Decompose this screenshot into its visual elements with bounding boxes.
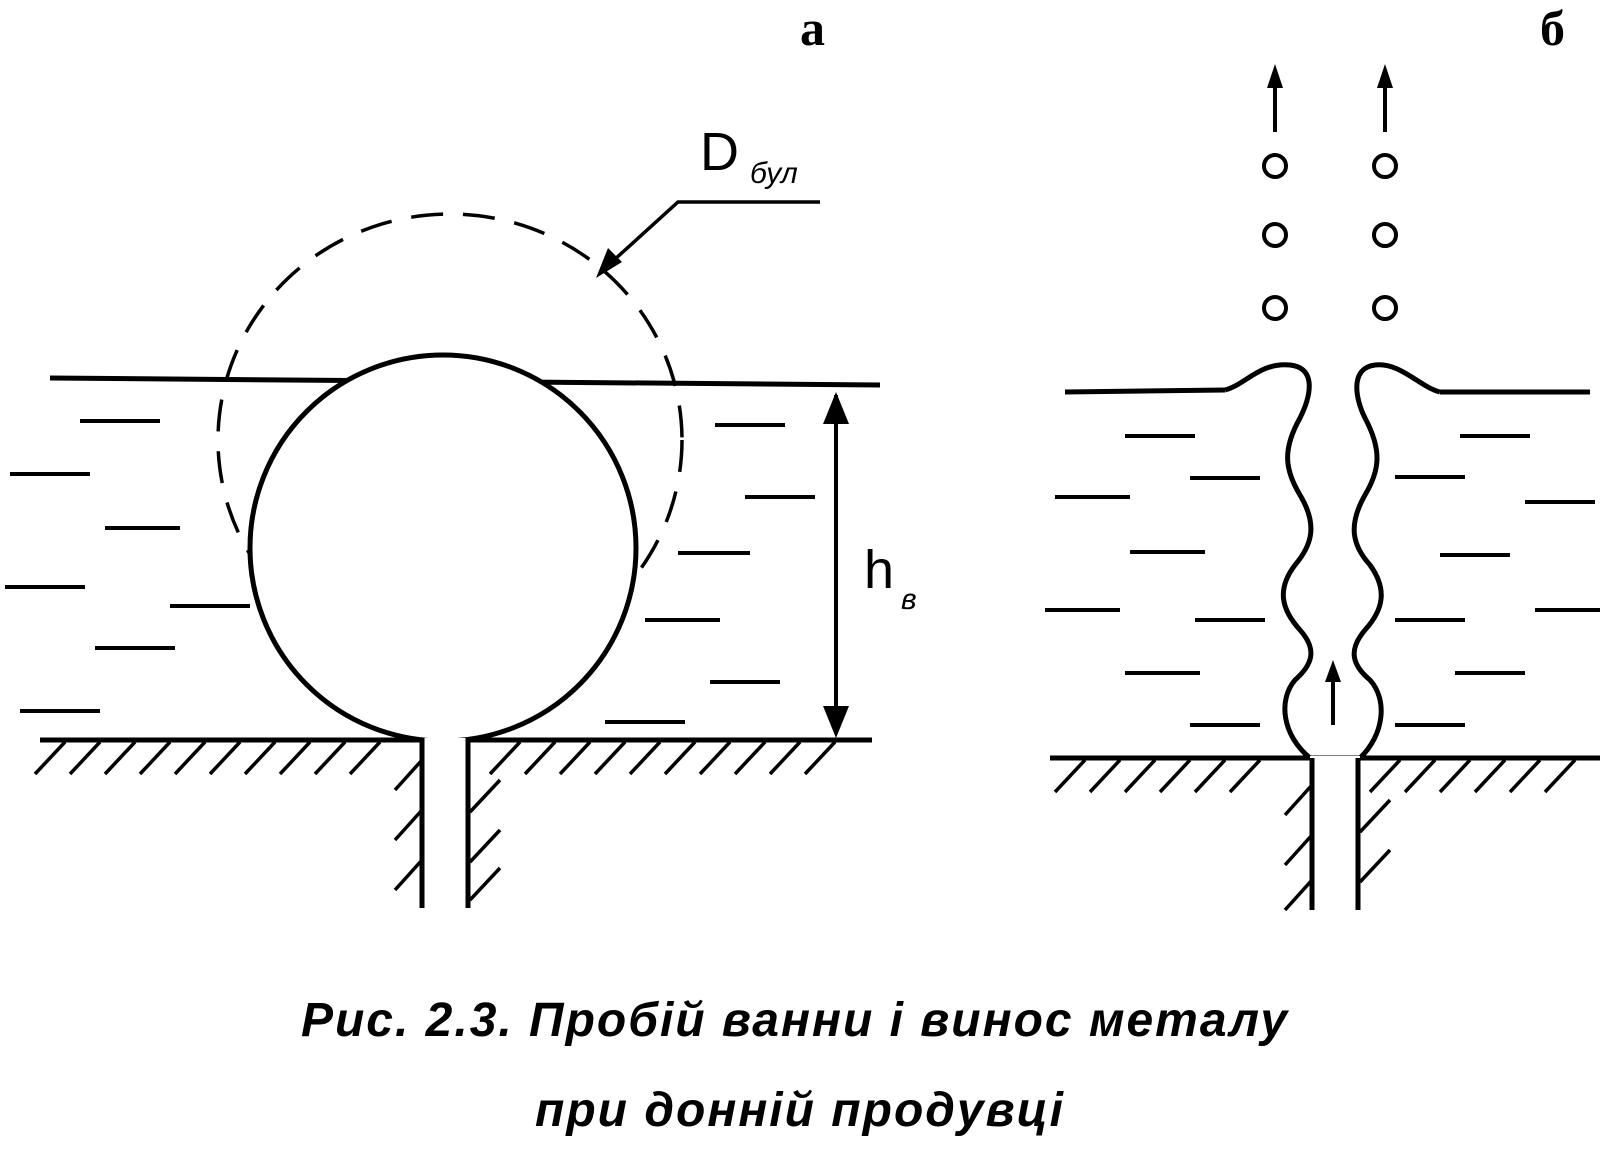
ground-hatching-b <box>1053 758 1577 794</box>
bubble-diameter-leader <box>601 200 820 272</box>
depth-arrow-top <box>823 392 849 424</box>
gas-jet-arrowhead <box>1325 660 1341 682</box>
panel-a-label: а <box>800 0 825 56</box>
depth-arrow-bottom <box>823 706 849 738</box>
ejection-arrowhead-right <box>1377 64 1393 88</box>
tuyere-b <box>1283 756 1392 912</box>
metal-droplets <box>1262 153 1398 321</box>
bubble-diameter-subscript: бул <box>750 157 798 190</box>
tuyere-a <box>393 738 502 908</box>
ground-hatching-a <box>33 740 837 776</box>
depth-symbol: h <box>864 540 894 600</box>
panel-a: а D бул <box>5 0 917 908</box>
panel-b: б <box>1045 0 1600 912</box>
bath-surface-left <box>1064 387 1226 395</box>
bubble-diameter-symbol: D <box>700 122 739 182</box>
channel-wall-left <box>1224 362 1314 760</box>
bubble-diameter-arrowhead <box>596 248 622 278</box>
channel-wall-right <box>1351 362 1441 760</box>
depth-subscript: в <box>901 583 917 616</box>
caption-line-2: при донній продувці <box>535 1084 1065 1137</box>
panel-b-label: б <box>1540 0 1565 56</box>
liquid-dash-marks-b <box>1045 434 1600 727</box>
bubble <box>247 352 639 744</box>
bubble-dashed-outline <box>216 212 684 668</box>
liquid-dash-marks <box>5 419 815 724</box>
ejection-arrowhead-left <box>1267 64 1283 88</box>
caption-line-1: Рис. 2.3. Пробій ванни і винос металу <box>301 994 1289 1047</box>
